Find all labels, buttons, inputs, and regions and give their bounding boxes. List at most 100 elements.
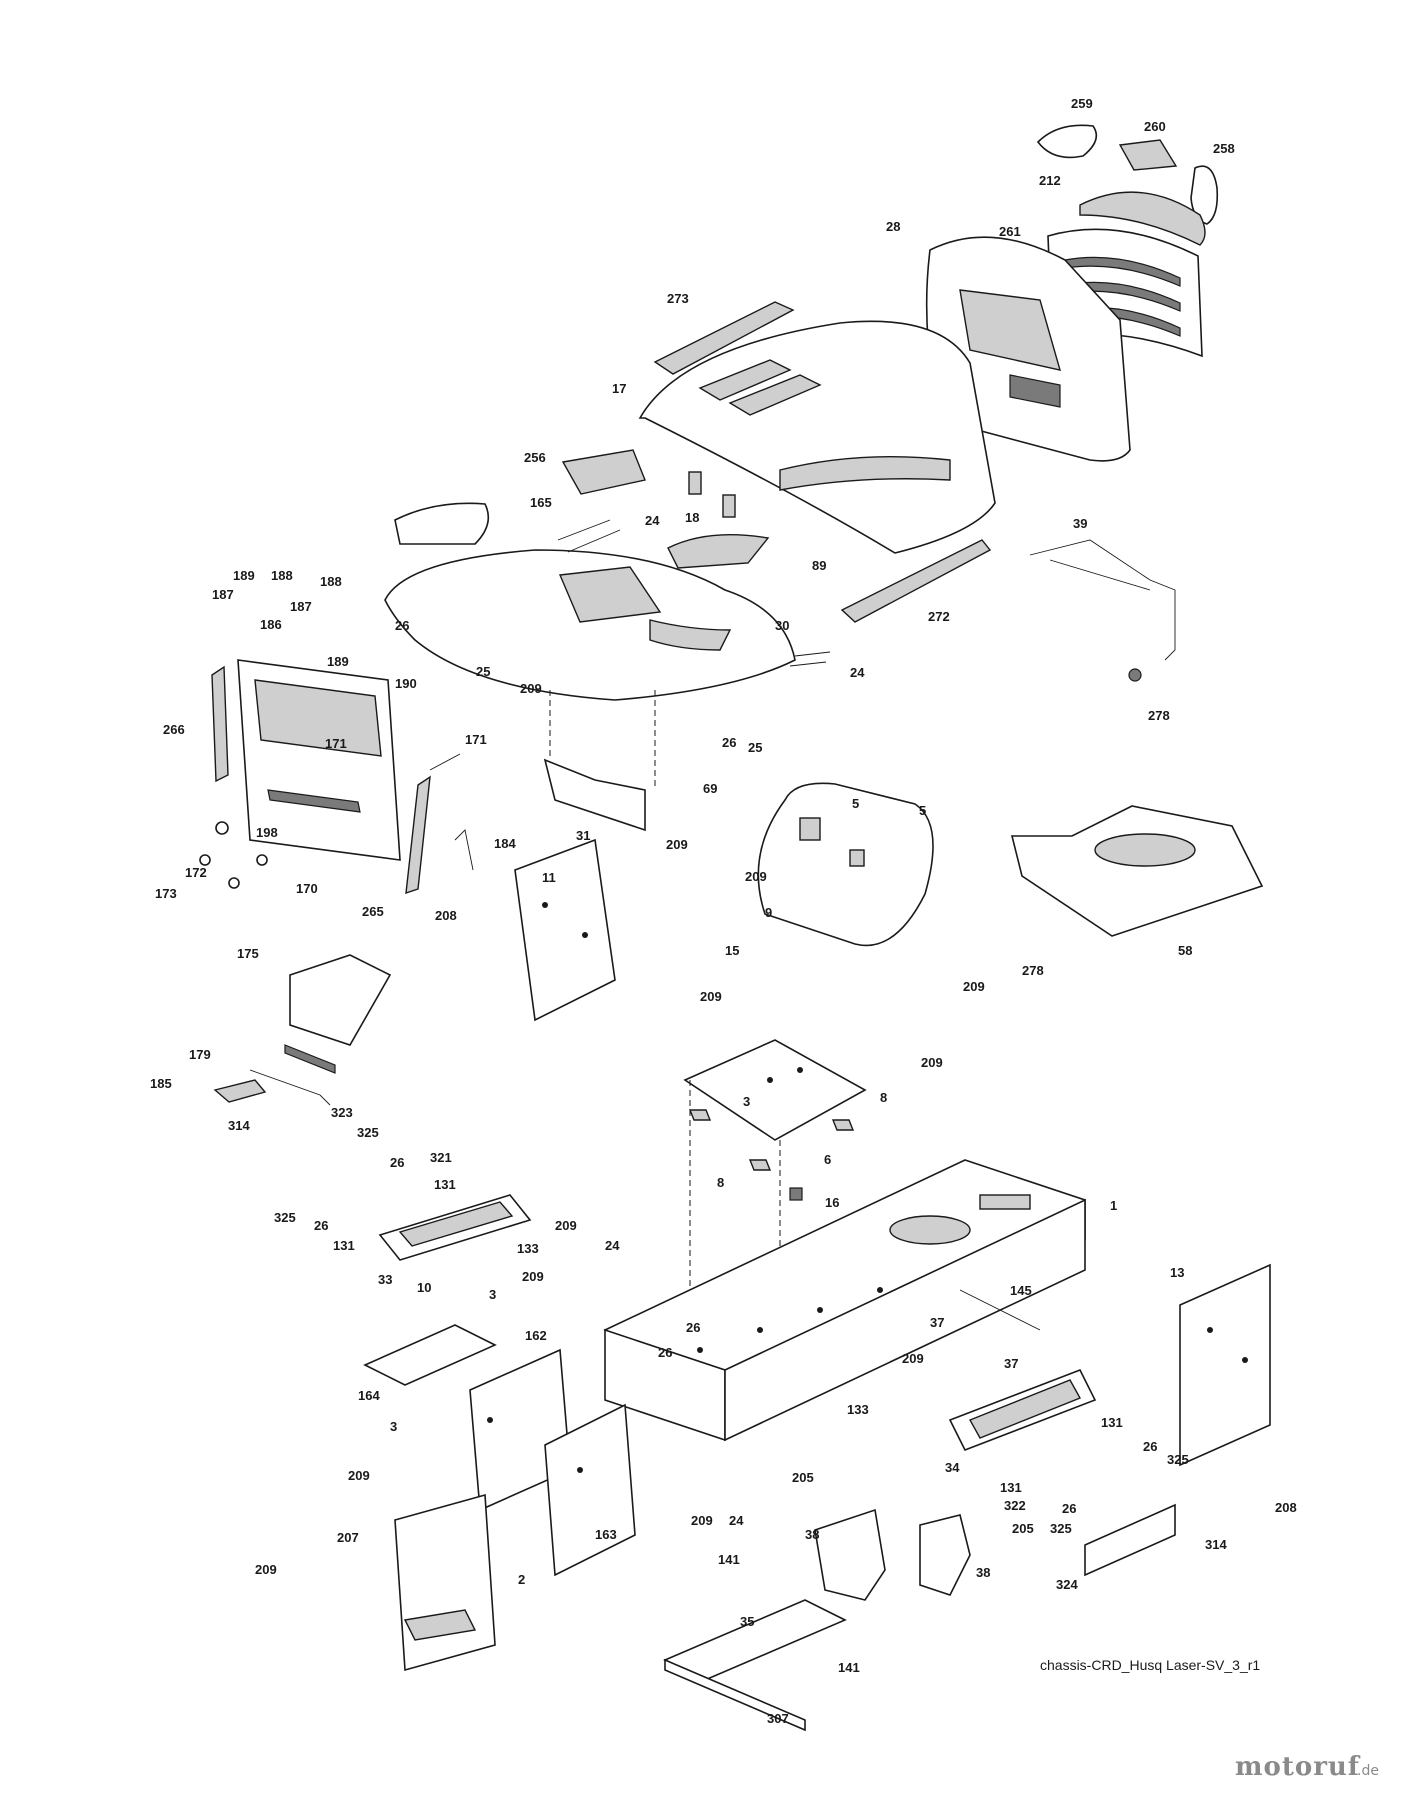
- part-324-plate: [1084, 1503, 1176, 1577]
- callout-209-c: 209: [745, 869, 767, 884]
- callout-256: 256: [524, 450, 546, 465]
- callout-141-a: 141: [718, 1552, 740, 1567]
- callout-89: 89: [812, 558, 826, 573]
- part-18-bumper: [688, 471, 702, 495]
- callout-187-b: 187: [290, 599, 312, 614]
- callout-324: 324: [1056, 1577, 1078, 1592]
- callout-325-c: 325: [1167, 1452, 1189, 1467]
- callout-162: 162: [525, 1328, 547, 1343]
- callout-33: 33: [378, 1272, 392, 1287]
- callout-133-b: 133: [847, 1402, 869, 1417]
- callout-26-h: 26: [1062, 1501, 1076, 1516]
- callout-171-b: 171: [325, 736, 347, 751]
- part-8-clip: [688, 1109, 712, 1121]
- callout-171-a: 171: [465, 732, 487, 747]
- brand-watermark: motoruf: [1235, 1752, 1361, 1782]
- callout-18: 18: [685, 510, 699, 525]
- callout-25-a: 25: [476, 664, 490, 679]
- callout-16: 16: [825, 1195, 839, 1210]
- callout-2: 2: [518, 1572, 525, 1587]
- part-164-bracket: [363, 1324, 497, 1386]
- callout-170: 170: [296, 881, 318, 896]
- callout-209-d: 209: [963, 979, 985, 994]
- callout-24-d: 24: [729, 1513, 744, 1528]
- part-11-plate: [514, 838, 616, 1022]
- part-58-seat-pan: [1010, 805, 1264, 937]
- part-184-rod: [454, 829, 474, 871]
- part-175-chute: [284, 954, 392, 1074]
- callout-185: 185: [150, 1076, 172, 1091]
- callout-209-h: 209: [522, 1269, 544, 1284]
- part-259-cover: [1036, 124, 1098, 159]
- callout-321: 321: [430, 1150, 452, 1165]
- callout-3-a: 3: [743, 1094, 750, 1109]
- callout-187-a: 187: [212, 587, 234, 602]
- callout-3-b: 3: [489, 1287, 496, 1302]
- callout-24-b: 24: [850, 665, 865, 680]
- callout-141-b: 141: [838, 1660, 860, 1675]
- callout-179: 179: [189, 1047, 211, 1062]
- callout-37-a: 37: [930, 1315, 944, 1330]
- callout-323: 323: [331, 1105, 353, 1120]
- part-33-footrest: [378, 1194, 532, 1261]
- part-17-hood: [638, 320, 996, 554]
- callout-163: 163: [595, 1527, 617, 1542]
- callout-13: 13: [1170, 1265, 1184, 1280]
- callout-24-c: 24: [605, 1238, 620, 1253]
- callout-58: 58: [1178, 943, 1192, 958]
- part-266-strip: [211, 665, 229, 783]
- part-39-harness: [1029, 539, 1176, 661]
- callout-209-b: 209: [666, 837, 688, 852]
- callout-145: 145: [1010, 1283, 1032, 1298]
- callout-131-a: 131: [434, 1177, 456, 1192]
- callout-labels: 259 260 258 212 28 261 273 17 256 18 165…: [150, 96, 1297, 1726]
- part-170-dash-panel: [237, 659, 401, 861]
- callout-198: 198: [256, 825, 278, 840]
- part-307-bracket: [663, 1599, 847, 1732]
- callout-26-b: 26: [722, 735, 736, 750]
- callout-209-f: 209: [921, 1055, 943, 1070]
- callout-38-a: 38: [805, 1527, 819, 1542]
- callout-188-b: 188: [320, 574, 342, 589]
- callout-272: 272: [928, 609, 950, 624]
- brand-suffix: .de: [1357, 1763, 1379, 1779]
- callout-205-b: 205: [1012, 1521, 1034, 1536]
- callout-209-k: 209: [691, 1513, 713, 1528]
- callout-188-a: 188: [271, 568, 293, 583]
- callout-26-c: 26: [390, 1155, 404, 1170]
- callout-38-b: 38: [976, 1565, 990, 1580]
- callout-8-b: 8: [717, 1175, 724, 1190]
- callout-273: 273: [667, 291, 689, 306]
- callout-26-a: 26: [395, 618, 409, 633]
- callout-28: 28: [886, 219, 900, 234]
- callout-5-a: 5: [852, 796, 859, 811]
- callout-325-b: 325: [274, 1210, 296, 1225]
- callout-184: 184: [494, 836, 516, 851]
- callout-173: 173: [155, 886, 177, 901]
- callout-165: 165: [530, 495, 552, 510]
- part-13-plate: [1179, 1263, 1271, 1467]
- callout-207: 207: [337, 1530, 359, 1545]
- callout-11: 11: [542, 870, 556, 885]
- callout-278-top: 278: [1148, 708, 1170, 723]
- callout-172: 172: [185, 865, 207, 880]
- callout-8-a: 8: [880, 1090, 887, 1105]
- callout-325-d: 325: [1050, 1521, 1072, 1536]
- callout-26-g: 26: [1143, 1439, 1157, 1454]
- callout-37-b: 37: [1004, 1356, 1018, 1371]
- callout-322: 322: [1004, 1498, 1026, 1513]
- callout-131-c: 131: [1101, 1415, 1123, 1430]
- callout-190: 190: [395, 676, 417, 691]
- callout-10: 10: [417, 1280, 431, 1295]
- callout-24-top: 24: [645, 513, 660, 528]
- callout-208-b: 208: [1275, 1500, 1297, 1515]
- callout-258: 258: [1213, 141, 1235, 156]
- callout-131-b: 131: [333, 1238, 355, 1253]
- callout-3-c: 3: [390, 1419, 397, 1434]
- part-1-frame: [603, 1159, 1086, 1442]
- callout-209-g: 209: [555, 1218, 577, 1233]
- callout-35: 35: [740, 1614, 754, 1629]
- callout-175: 175: [237, 946, 259, 961]
- callout-325-a: 325: [357, 1125, 379, 1140]
- callout-31: 31: [576, 828, 590, 843]
